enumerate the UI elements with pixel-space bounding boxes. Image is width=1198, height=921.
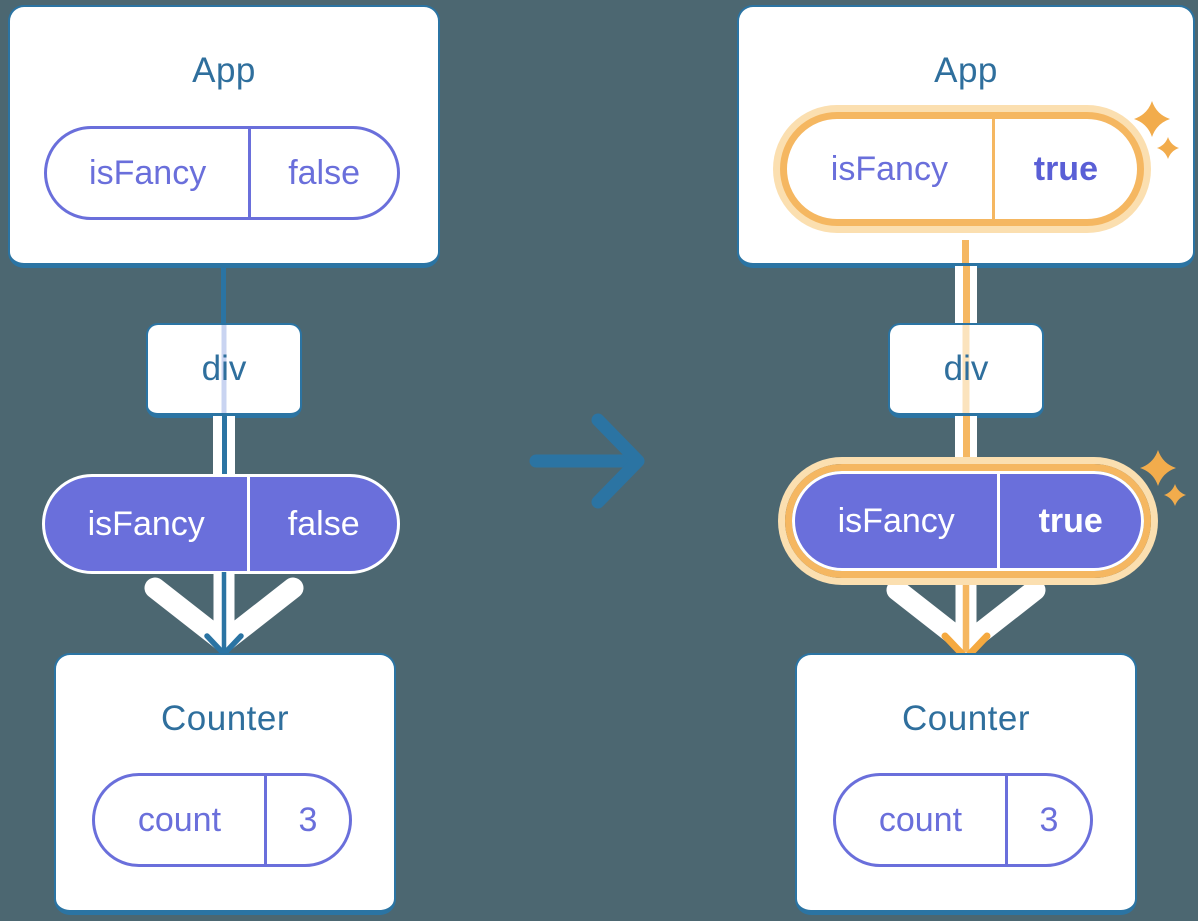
prop-stem-line <box>962 240 969 263</box>
app-title: App <box>192 51 256 90</box>
app-card: App isFancy false <box>8 5 440 268</box>
sparkle-icon <box>1164 484 1186 506</box>
counter-card: Counter count 3 <box>795 653 1137 915</box>
state-value: true <box>991 119 1137 219</box>
prop-thru-line <box>962 325 970 413</box>
highlight-ring: isFancy true <box>785 464 1151 578</box>
state-name: isFancy <box>830 149 948 188</box>
app-card: App isFancy true <box>737 5 1195 268</box>
connector-line <box>221 266 226 325</box>
prop-pipe-core <box>962 416 970 474</box>
counter-state-value: 3 <box>1004 776 1090 864</box>
prop-pipe <box>955 266 977 325</box>
prop-thru-line <box>221 325 227 413</box>
transition-arrow-icon <box>529 413 645 509</box>
counter-state-name: count <box>137 800 222 839</box>
counter-title: Counter <box>901 699 1031 738</box>
counter-title: Counter <box>160 699 290 738</box>
passed-prop-value: true <box>997 474 1141 568</box>
prop-pipe <box>955 416 977 474</box>
div-card: div <box>146 323 302 418</box>
arrowhead-icon <box>204 633 244 657</box>
counter-state-pill: count 3 <box>92 773 352 867</box>
passed-prop-pill: isFancy true <box>792 471 1144 571</box>
app-title: App <box>934 51 998 90</box>
passed-prop-name: isFancy <box>837 501 955 540</box>
div-label: div <box>943 349 989 388</box>
state-value: false <box>248 129 397 217</box>
state-pill: isFancy false <box>44 126 400 220</box>
state-name: isFancy <box>89 153 207 192</box>
sparkle-icon <box>1140 450 1176 486</box>
highlight-ring: isFancy true <box>780 112 1144 226</box>
passed-prop-value: false <box>247 477 397 571</box>
div-label: div <box>201 349 247 388</box>
div-card: div <box>888 323 1044 418</box>
counter-state-pill: count 3 <box>833 773 1093 867</box>
prop-pipe-core <box>962 266 970 325</box>
counter-state-name: count <box>878 800 963 839</box>
counter-state-value: 3 <box>263 776 349 864</box>
prop-pipe-core <box>221 416 227 476</box>
passed-prop-name: isFancy <box>87 504 205 543</box>
counter-card: Counter count 3 <box>54 653 396 915</box>
state-pill: isFancy true <box>787 119 1137 219</box>
prop-pipe <box>213 416 235 476</box>
passed-prop-pill: isFancy false <box>42 474 400 574</box>
